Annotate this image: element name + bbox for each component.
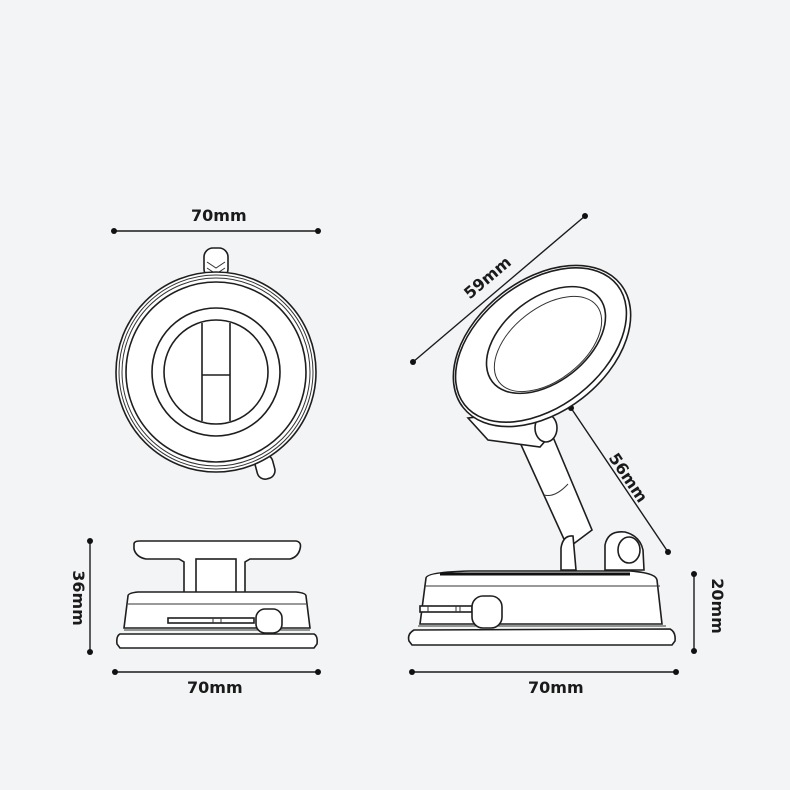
dim-ring-diameter xyxy=(410,213,588,365)
mount-ring xyxy=(151,307,281,437)
dim-side-width xyxy=(409,669,679,675)
base-bracket xyxy=(560,535,577,571)
side-base-foot xyxy=(407,628,676,646)
bottom-hinge xyxy=(617,536,641,564)
dim-front-height xyxy=(87,538,93,655)
side-lock-knob xyxy=(471,595,503,629)
suction-cup-outer xyxy=(115,271,317,473)
lock-slider xyxy=(167,617,255,624)
head-plate xyxy=(133,540,302,594)
label-top-width: 70mm xyxy=(191,206,247,225)
front-view xyxy=(87,538,321,675)
label-front-height: 36mm xyxy=(68,570,88,626)
side-view xyxy=(407,213,697,675)
side-base-body xyxy=(419,570,663,625)
label-side-width: 70mm xyxy=(528,678,584,697)
dim-base-height xyxy=(691,571,697,654)
mount-disc xyxy=(163,319,269,425)
lock-knob xyxy=(255,608,283,634)
dim-front-width xyxy=(112,669,321,675)
h-bracket xyxy=(201,323,231,421)
top-view xyxy=(111,228,321,480)
dim-top-width xyxy=(111,228,321,234)
magnetic-ring xyxy=(452,264,632,428)
base-foot xyxy=(116,633,318,649)
label-base-height: 20mm xyxy=(707,578,727,634)
label-front-width: 70mm xyxy=(187,678,243,697)
